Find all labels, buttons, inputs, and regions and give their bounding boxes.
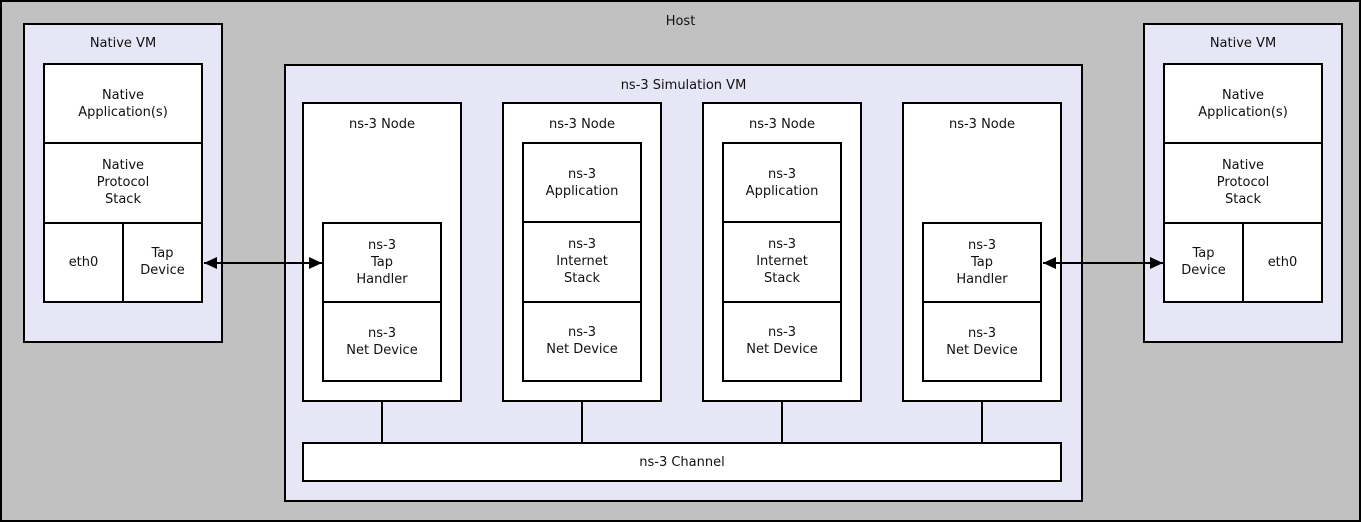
bidirectional-arrow-right-icon bbox=[1043, 257, 1163, 269]
ns3-net-device-box: ns-3 Net Device bbox=[324, 301, 440, 380]
native-protocol-stack-box: Native Protocol Stack bbox=[1165, 142, 1321, 221]
ns3-node-1-title: ns-3 Node bbox=[348, 117, 416, 132]
eth0-box: eth0 bbox=[68, 254, 99, 270]
native-vm-right-title: Native VM bbox=[1209, 36, 1277, 51]
tap-device-box: Tap Device bbox=[122, 223, 201, 301]
ns3-node-3-stack: ns-3 Application ns-3 Internet Stack ns-… bbox=[722, 142, 842, 382]
ns3-channel-label: ns-3 Channel bbox=[639, 454, 725, 470]
ns3-application-box: ns-3 Application bbox=[745, 166, 819, 199]
ns3-internet-stack-box: ns-3 Internet Stack bbox=[524, 221, 640, 300]
tap-device-box: Tap Device bbox=[1181, 246, 1226, 279]
ns3-node-2-stack: ns-3 Application ns-3 Internet Stack ns-… bbox=[522, 142, 642, 382]
ns3-net-device-box: ns-3 Net Device bbox=[524, 300, 640, 380]
ns3-net-device-box: ns-3 Net Device bbox=[724, 300, 840, 380]
ns3-node-4-title: ns-3 Node bbox=[948, 117, 1016, 132]
ns3-internet-stack-box: ns-3 Internet Stack bbox=[724, 221, 840, 300]
native-vm-right-device-row: Tap Device eth0 bbox=[1165, 221, 1321, 301]
bidirectional-arrow-left-icon bbox=[204, 257, 322, 269]
native-vm-right-stack: Native Application(s) Native Protocol St… bbox=[1163, 63, 1323, 303]
ns3-tap-handler-box: ns-3 Tap Handler bbox=[356, 238, 408, 287]
host-label: Host bbox=[665, 14, 696, 29]
native-vm-left-title: Native VM bbox=[89, 36, 157, 51]
ns3-channel-box: ns-3 Channel bbox=[302, 442, 1062, 482]
node3-channel-connector-line bbox=[781, 401, 783, 443]
ns3-application-box: ns-3 Application bbox=[545, 166, 619, 199]
native-applications-box: Native Application(s) bbox=[1198, 87, 1288, 120]
ns3-simulation-vm-title: ns-3 Simulation VM bbox=[620, 78, 747, 93]
native-applications-box: Native Application(s) bbox=[78, 87, 168, 120]
native-protocol-stack-box: Native Protocol Stack bbox=[45, 142, 201, 221]
ns3-node-2-title: ns-3 Node bbox=[548, 117, 616, 132]
ns3-tap-handler-box: ns-3 Tap Handler bbox=[956, 238, 1008, 287]
native-vm-left-device-row: eth0 Tap Device bbox=[45, 221, 201, 301]
eth0-box: eth0 bbox=[1242, 223, 1321, 301]
ns3-node-3-title: ns-3 Node bbox=[748, 117, 816, 132]
ns3-node-4-stack: ns-3 Tap Handler ns-3 Net Device bbox=[922, 222, 1042, 382]
native-vm-left-stack: Native Application(s) Native Protocol St… bbox=[43, 63, 203, 303]
ns3-net-device-box: ns-3 Net Device bbox=[924, 301, 1040, 380]
node4-channel-connector-line bbox=[981, 401, 983, 443]
node2-channel-connector-line bbox=[581, 401, 583, 443]
ns3-node-1-stack: ns-3 Tap Handler ns-3 Net Device bbox=[322, 222, 442, 382]
node1-channel-connector-line bbox=[381, 401, 383, 443]
